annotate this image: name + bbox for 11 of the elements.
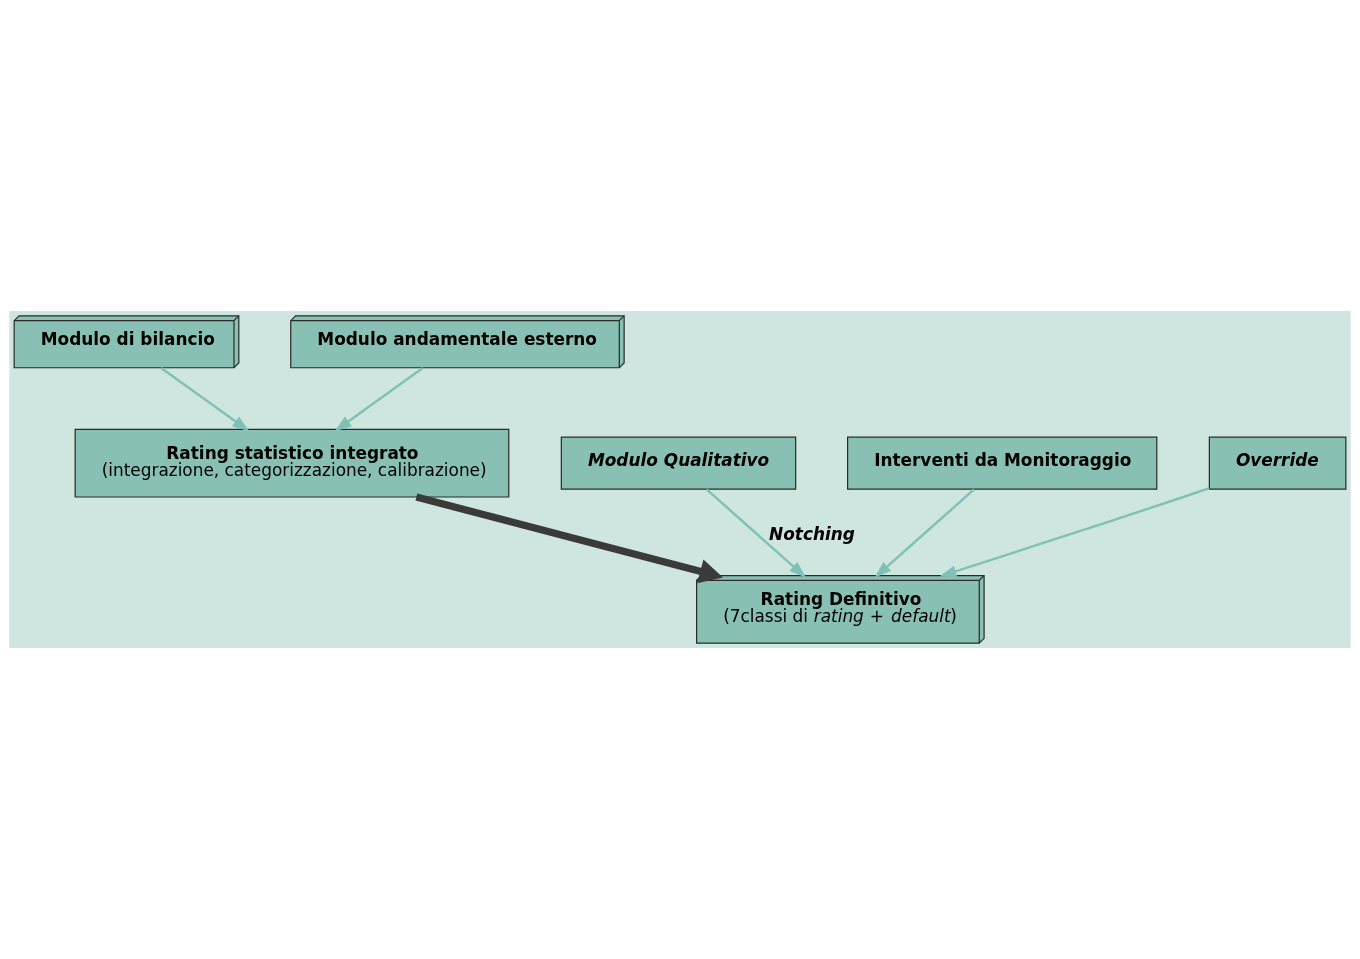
node-box: Modulo Qualitativo bbox=[560, 436, 797, 490]
arrow bbox=[874, 488, 975, 578]
arrow bbox=[939, 487, 1210, 578]
node-box: Interventi da Monitoraggio bbox=[847, 436, 1158, 490]
arrow bbox=[705, 488, 807, 578]
arrow bbox=[415, 493, 723, 584]
arrow bbox=[334, 366, 424, 432]
arrow bbox=[160, 366, 250, 432]
edge-label: Notching bbox=[769, 523, 855, 544]
node-box: Override bbox=[1208, 436, 1347, 490]
node-box: Rating statistico integrato (integrazione, categorizzazione, calibrazione) bbox=[74, 428, 510, 498]
